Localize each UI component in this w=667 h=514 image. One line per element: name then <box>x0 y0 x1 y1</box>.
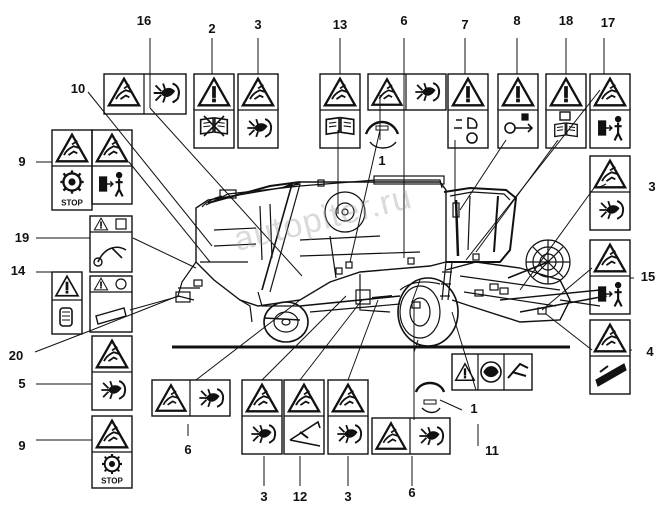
callout-10: 10 <box>70 81 86 96</box>
decal-14 <box>51 271 83 335</box>
decal-2 <box>193 73 235 149</box>
callout-13: 13 <box>332 17 348 32</box>
callout-6-bottom-left: 6 <box>184 442 192 457</box>
decal-3-right <box>589 155 631 231</box>
leader-lines <box>34 38 634 486</box>
callout-4: 4 <box>646 344 654 359</box>
callout-3-top: 3 <box>254 17 262 32</box>
callout-9-bottom: 9 <box>18 438 26 453</box>
callout-16: 16 <box>136 13 152 28</box>
decal-10 <box>91 129 133 205</box>
decal-3-top <box>237 73 279 149</box>
callout-2: 2 <box>208 21 216 36</box>
decal-17 <box>589 73 631 149</box>
callout-15: 15 <box>640 269 656 284</box>
callout-17: 17 <box>600 15 616 30</box>
decal-6-bottom-left <box>151 379 231 417</box>
callout-5: 5 <box>18 376 26 391</box>
decal-3-bottom-a <box>241 379 283 455</box>
decal-16 <box>103 73 187 115</box>
callout-1-upper: 1 <box>378 153 386 168</box>
stop-label-top: STOP <box>61 198 83 208</box>
callout-6-bottom-center: 6 <box>408 485 416 500</box>
decal-11 <box>451 353 533 391</box>
decal-1-lower <box>414 381 446 414</box>
callout-8: 8 <box>513 13 521 28</box>
decal-9-bottom <box>91 415 133 489</box>
callout-3-bottom-b: 3 <box>344 489 352 504</box>
decal-6-bottom-center <box>371 417 451 455</box>
decal-4 <box>589 319 631 395</box>
callout-20: 20 <box>8 348 24 363</box>
decal-13 <box>319 73 361 149</box>
decal-12 <box>283 379 325 455</box>
decal-20 <box>89 275 133 333</box>
callout-9-top: 9 <box>18 154 26 169</box>
callout-3-bottom-a: 3 <box>260 489 268 504</box>
decal-5 <box>91 335 133 411</box>
callout-11: 11 <box>485 443 499 458</box>
decal-15 <box>589 239 631 315</box>
combine-harvester <box>175 175 608 347</box>
stop-label-bottom: STOP <box>101 476 123 486</box>
decal-18 <box>545 73 587 149</box>
callout-3-right: 3 <box>648 179 656 194</box>
decal-9-top <box>51 129 93 211</box>
callout-6-top: 6 <box>400 13 408 28</box>
decal-7 <box>447 73 489 149</box>
decal-19 <box>89 215 133 273</box>
callout-1-lower: 1 <box>470 401 478 416</box>
decal-3-bottom-b <box>327 379 369 455</box>
callout-12: 12 <box>292 489 308 504</box>
callout-18: 18 <box>558 13 574 28</box>
callout-19: 19 <box>14 230 30 245</box>
decal-8 <box>497 73 539 149</box>
callout-7: 7 <box>461 17 469 32</box>
callout-14: 14 <box>10 263 26 278</box>
decal-1-upper <box>364 120 400 149</box>
decal-6-top <box>367 73 447 111</box>
